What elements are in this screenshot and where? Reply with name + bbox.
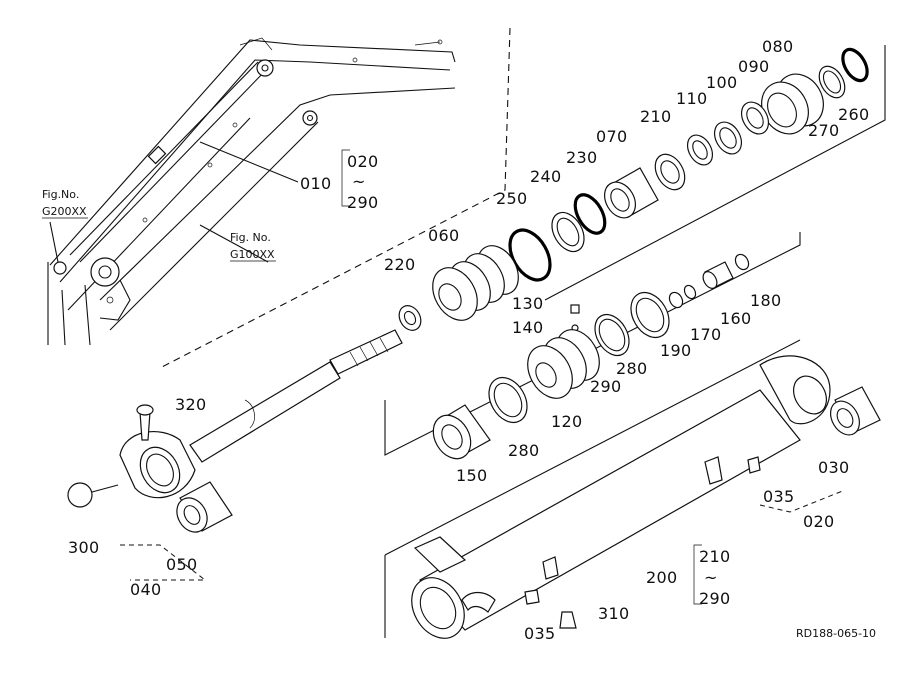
part-label-p140: 140 — [512, 318, 543, 337]
part-label-p290: 290 — [590, 377, 621, 396]
part-label-p130: 130 — [512, 294, 543, 313]
svg-text:290: 290 — [699, 589, 730, 608]
svg-text:~: ~ — [704, 568, 718, 587]
piston-group — [432, 253, 750, 460]
part-label-p230: 230 — [566, 148, 597, 167]
part-label-p220: 220 — [384, 255, 415, 274]
part-label-p020: 020 — [803, 512, 834, 531]
part-label-p260: 260 — [838, 105, 869, 124]
part-label-p280b: 280 — [508, 441, 539, 460]
part-label-p100: 100 — [706, 73, 737, 92]
svg-text:210: 210 — [699, 547, 730, 566]
part-label-p310: 310 — [598, 604, 629, 623]
part-label-p180: 180 — [750, 291, 781, 310]
fig-ref-g200: Fig.No. G200XX — [42, 188, 88, 219]
part-label-p030: 030 — [818, 458, 849, 477]
part-label-p240: 240 — [530, 167, 561, 186]
group-label-200: 200 210 ~ 290 — [646, 544, 730, 608]
part-label-p090: 090 — [738, 57, 769, 76]
svg-text:Fig. No.: Fig. No. — [230, 231, 271, 244]
piston-rod — [67, 329, 403, 581]
part-label-p110: 110 — [676, 89, 707, 108]
part-label-p250: 250 — [496, 189, 527, 208]
leader-g200 — [49, 221, 59, 263]
group-label-010: 010 020 ~ 290 — [300, 149, 378, 212]
svg-text:G200XX: G200XX — [42, 205, 87, 218]
svg-text:G100XX: G100XX — [230, 248, 275, 261]
inset-border — [159, 27, 511, 369]
part-label-p070: 070 — [596, 127, 627, 146]
svg-text:~: ~ — [352, 172, 366, 191]
part-label-p170: 170 — [690, 325, 721, 344]
seal-kit-group — [384, 45, 886, 456]
part-label-p190: 190 — [660, 341, 691, 360]
svg-text:010: 010 — [300, 174, 331, 193]
svg-text:020: 020 — [347, 152, 378, 171]
svg-text:200: 200 — [646, 568, 677, 587]
leader-010 — [199, 141, 299, 183]
part-label-p320: 320 — [175, 395, 206, 414]
part-label-p060: 060 — [428, 226, 459, 245]
part-label-p035b: 035 — [524, 624, 555, 643]
part-label-p035a: 035 — [763, 487, 794, 506]
part-label-p050: 050 — [166, 555, 197, 574]
part-label-p160: 160 — [720, 309, 751, 328]
svg-text:Fig.No.: Fig.No. — [42, 188, 79, 201]
boom-arm-illustration — [47, 27, 511, 369]
part-label-p040: 040 — [130, 580, 161, 599]
fig-ref-g100: Fig. No. G100XX — [230, 231, 276, 262]
svg-text:290: 290 — [347, 193, 378, 212]
cylinder-tube — [384, 339, 881, 639]
part-label-p270: 270 — [808, 121, 839, 140]
part-label-p210: 210 — [640, 107, 671, 126]
leader-g100 — [199, 224, 269, 263]
part-label-p150: 150 — [456, 466, 487, 485]
drawing-code: RD188-065-10 — [796, 627, 876, 640]
part-label-p280a: 280 — [616, 359, 647, 378]
part-label-p120: 120 — [551, 412, 582, 431]
part-label-p080: 080 — [762, 37, 793, 56]
part-label-p300: 300 — [68, 538, 99, 557]
